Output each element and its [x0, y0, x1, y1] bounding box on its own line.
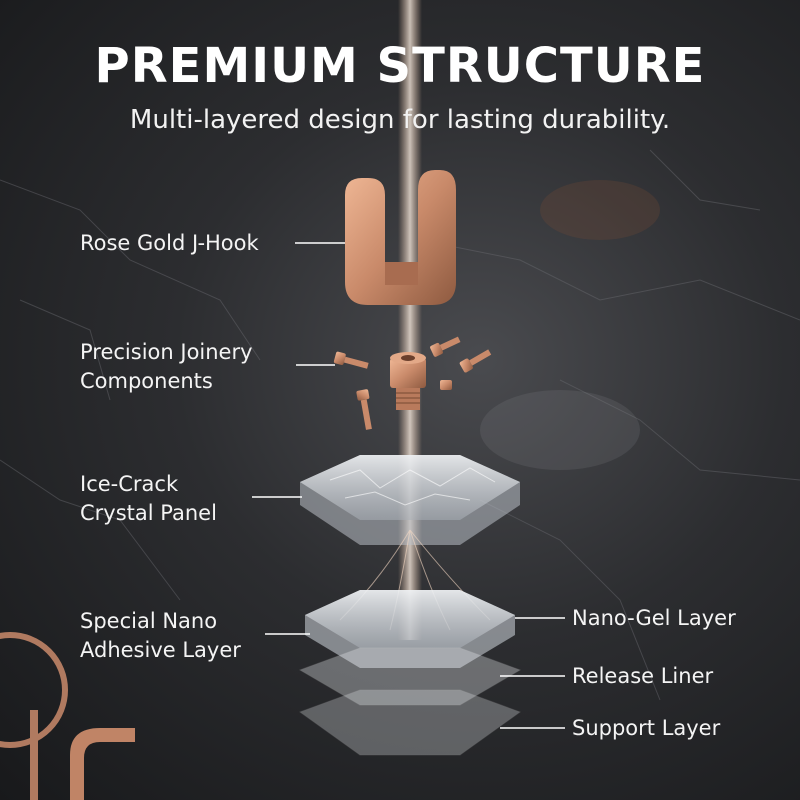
- crystal-panel-icon: [300, 455, 520, 545]
- label-text-line-2: Adhesive Layer: [80, 638, 241, 662]
- label-text: Release Liner: [572, 664, 714, 688]
- mirror-decor: [0, 632, 68, 748]
- connector-icon: [390, 352, 426, 410]
- j-hook-icon: [345, 170, 456, 305]
- label-text-line-1: Ice-Crack: [80, 472, 179, 496]
- label-text: Rose Gold J-Hook: [80, 231, 259, 255]
- label-text: Support Layer: [572, 716, 721, 740]
- label-rose-gold-j-hook: Rose Gold J-Hook: [80, 229, 259, 258]
- screw-icon: [333, 336, 492, 430]
- label-text-line-1: Precision Joinery: [80, 340, 253, 364]
- page-subtitle: Multi-layered design for lasting durabil…: [129, 105, 671, 135]
- label-support-layer: Support Layer: [572, 714, 720, 743]
- label-text-line-1: Special Nano: [80, 609, 218, 633]
- release-liner-sheet: [298, 647, 522, 706]
- label-special-nano-adhesive: Special Nano Adhesive Layer: [80, 607, 241, 665]
- page-title: PREMIUM STRUCTURE: [94, 38, 706, 94]
- label-release-liner: Release Liner: [572, 662, 713, 691]
- label-ice-crack-crystal-panel: Ice-Crack Crystal Panel: [80, 470, 217, 528]
- label-nano-gel-layer: Nano-Gel Layer: [572, 604, 736, 633]
- faucet-decor: [70, 728, 135, 800]
- label-precision-joinery: Precision Joinery Components: [80, 338, 253, 396]
- label-text-line-2: Crystal Panel: [80, 501, 217, 525]
- adhesive-layer-icon: [305, 590, 515, 668]
- support-layer-sheet: [298, 689, 522, 756]
- label-text-line-2: Components: [80, 369, 213, 393]
- label-text: Nano-Gel Layer: [572, 606, 736, 630]
